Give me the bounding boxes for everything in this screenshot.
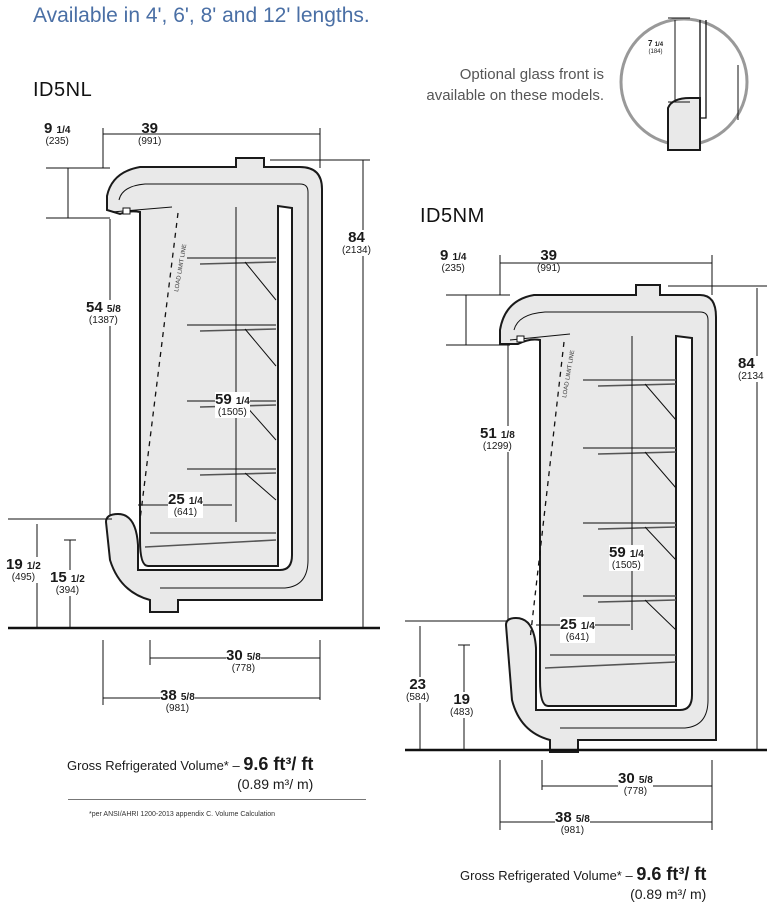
glass-front-inset — [619, 17, 749, 151]
id5nm-dim-front-h1: 23 (584) — [406, 676, 430, 703]
footnote: *per ANSI/AHRI 1200-2013 appendix C. Vol… — [89, 811, 275, 818]
id5nm-volume-label: Gross Refrigerated Volume* – — [460, 868, 633, 883]
id5nl-dim-interior: 59 1/4 (1505) — [215, 391, 250, 418]
id5nm-volume: Gross Refrigerated Volume* – 9.6 ft³/ ft… — [460, 864, 706, 902]
glass-front-note-line-1: Optional glass front is — [459, 66, 604, 83]
id5nl-dim-front-h1: 19 1/2 (495) — [6, 556, 41, 583]
id5nm-dim-height: 84 (2134 — [738, 355, 764, 382]
id5nl-volume-label: Gross Refrigerated Volume* – — [67, 758, 240, 773]
id5nl-dim-top-hood: 9 1/4 (235) — [44, 120, 71, 147]
id5nm-dim-top-hood: 9 1/4 (235) — [440, 247, 467, 274]
lengths-header: Available in 4', 6', 8' and 12' lengths. — [33, 4, 370, 27]
inset-dim-in: 7 — [648, 39, 653, 48]
id5nm-volume-metric: (0.89 m³/ m) — [630, 886, 707, 902]
model-title-id5nm: ID5NM — [420, 205, 485, 227]
id5nm-dim-shelf-depth: 25 1/4 (641) — [560, 616, 595, 643]
id5nl-volume-value: 9.6 ft³/ ft — [243, 754, 314, 774]
id5nl-volume-metric: (0.89 m³/ m) — [237, 776, 314, 792]
id5nm-case-drawing: LOAD LIMIT LINE — [405, 255, 767, 830]
id5nm-volume-value: 9.6 ft³/ ft — [636, 864, 707, 884]
id5nl-dim-shelf-depth: 25 1/4 (641) — [168, 491, 203, 518]
id5nm-dim-top-depth: 39 (991) — [537, 247, 561, 274]
glass-front-note: Optional glass front is available on the… — [426, 64, 604, 106]
id5nm-dim-opening: 51 1/8 (1299) — [480, 425, 515, 452]
id5nl-dim-base-depth: 30 5/8 (778) — [226, 647, 261, 674]
id5nl-dim-top-depth: 39 (991) — [138, 120, 162, 147]
id5nm-dim-total-depth: 38 5/8 (981) — [555, 809, 590, 836]
id5nm-dim-front-h2: 19 (483) — [450, 691, 474, 718]
id5nl-dim-opening: 54 5/8 (1387) — [86, 299, 121, 326]
footnote-divider — [68, 799, 366, 800]
id5nl-dim-total-depth: 38 5/8 (981) — [160, 687, 195, 714]
inset-dimension: 7 1/4 (184) — [648, 39, 664, 56]
id5nl-case-drawing: LOAD LIMIT LINE — [8, 128, 380, 705]
model-title-id5nl: ID5NL — [33, 79, 93, 101]
glass-front-note-line-2: available on these models. — [426, 87, 604, 104]
id5nm-dim-interior: 59 1/4 (1505) — [609, 544, 644, 571]
inset-dim-mm: (184) — [648, 49, 663, 55]
id5nl-dim-front-h2: 15 1/2 (394) — [50, 569, 85, 596]
inset-dim-fr: 1/4 — [654, 42, 664, 48]
id5nl-volume: Gross Refrigerated Volume* – 9.6 ft³/ ft… — [67, 754, 313, 792]
id5nl-dim-height: 84 (2134) — [342, 229, 371, 256]
id5nm-dim-base-depth: 30 5/8 (778) — [618, 770, 653, 797]
